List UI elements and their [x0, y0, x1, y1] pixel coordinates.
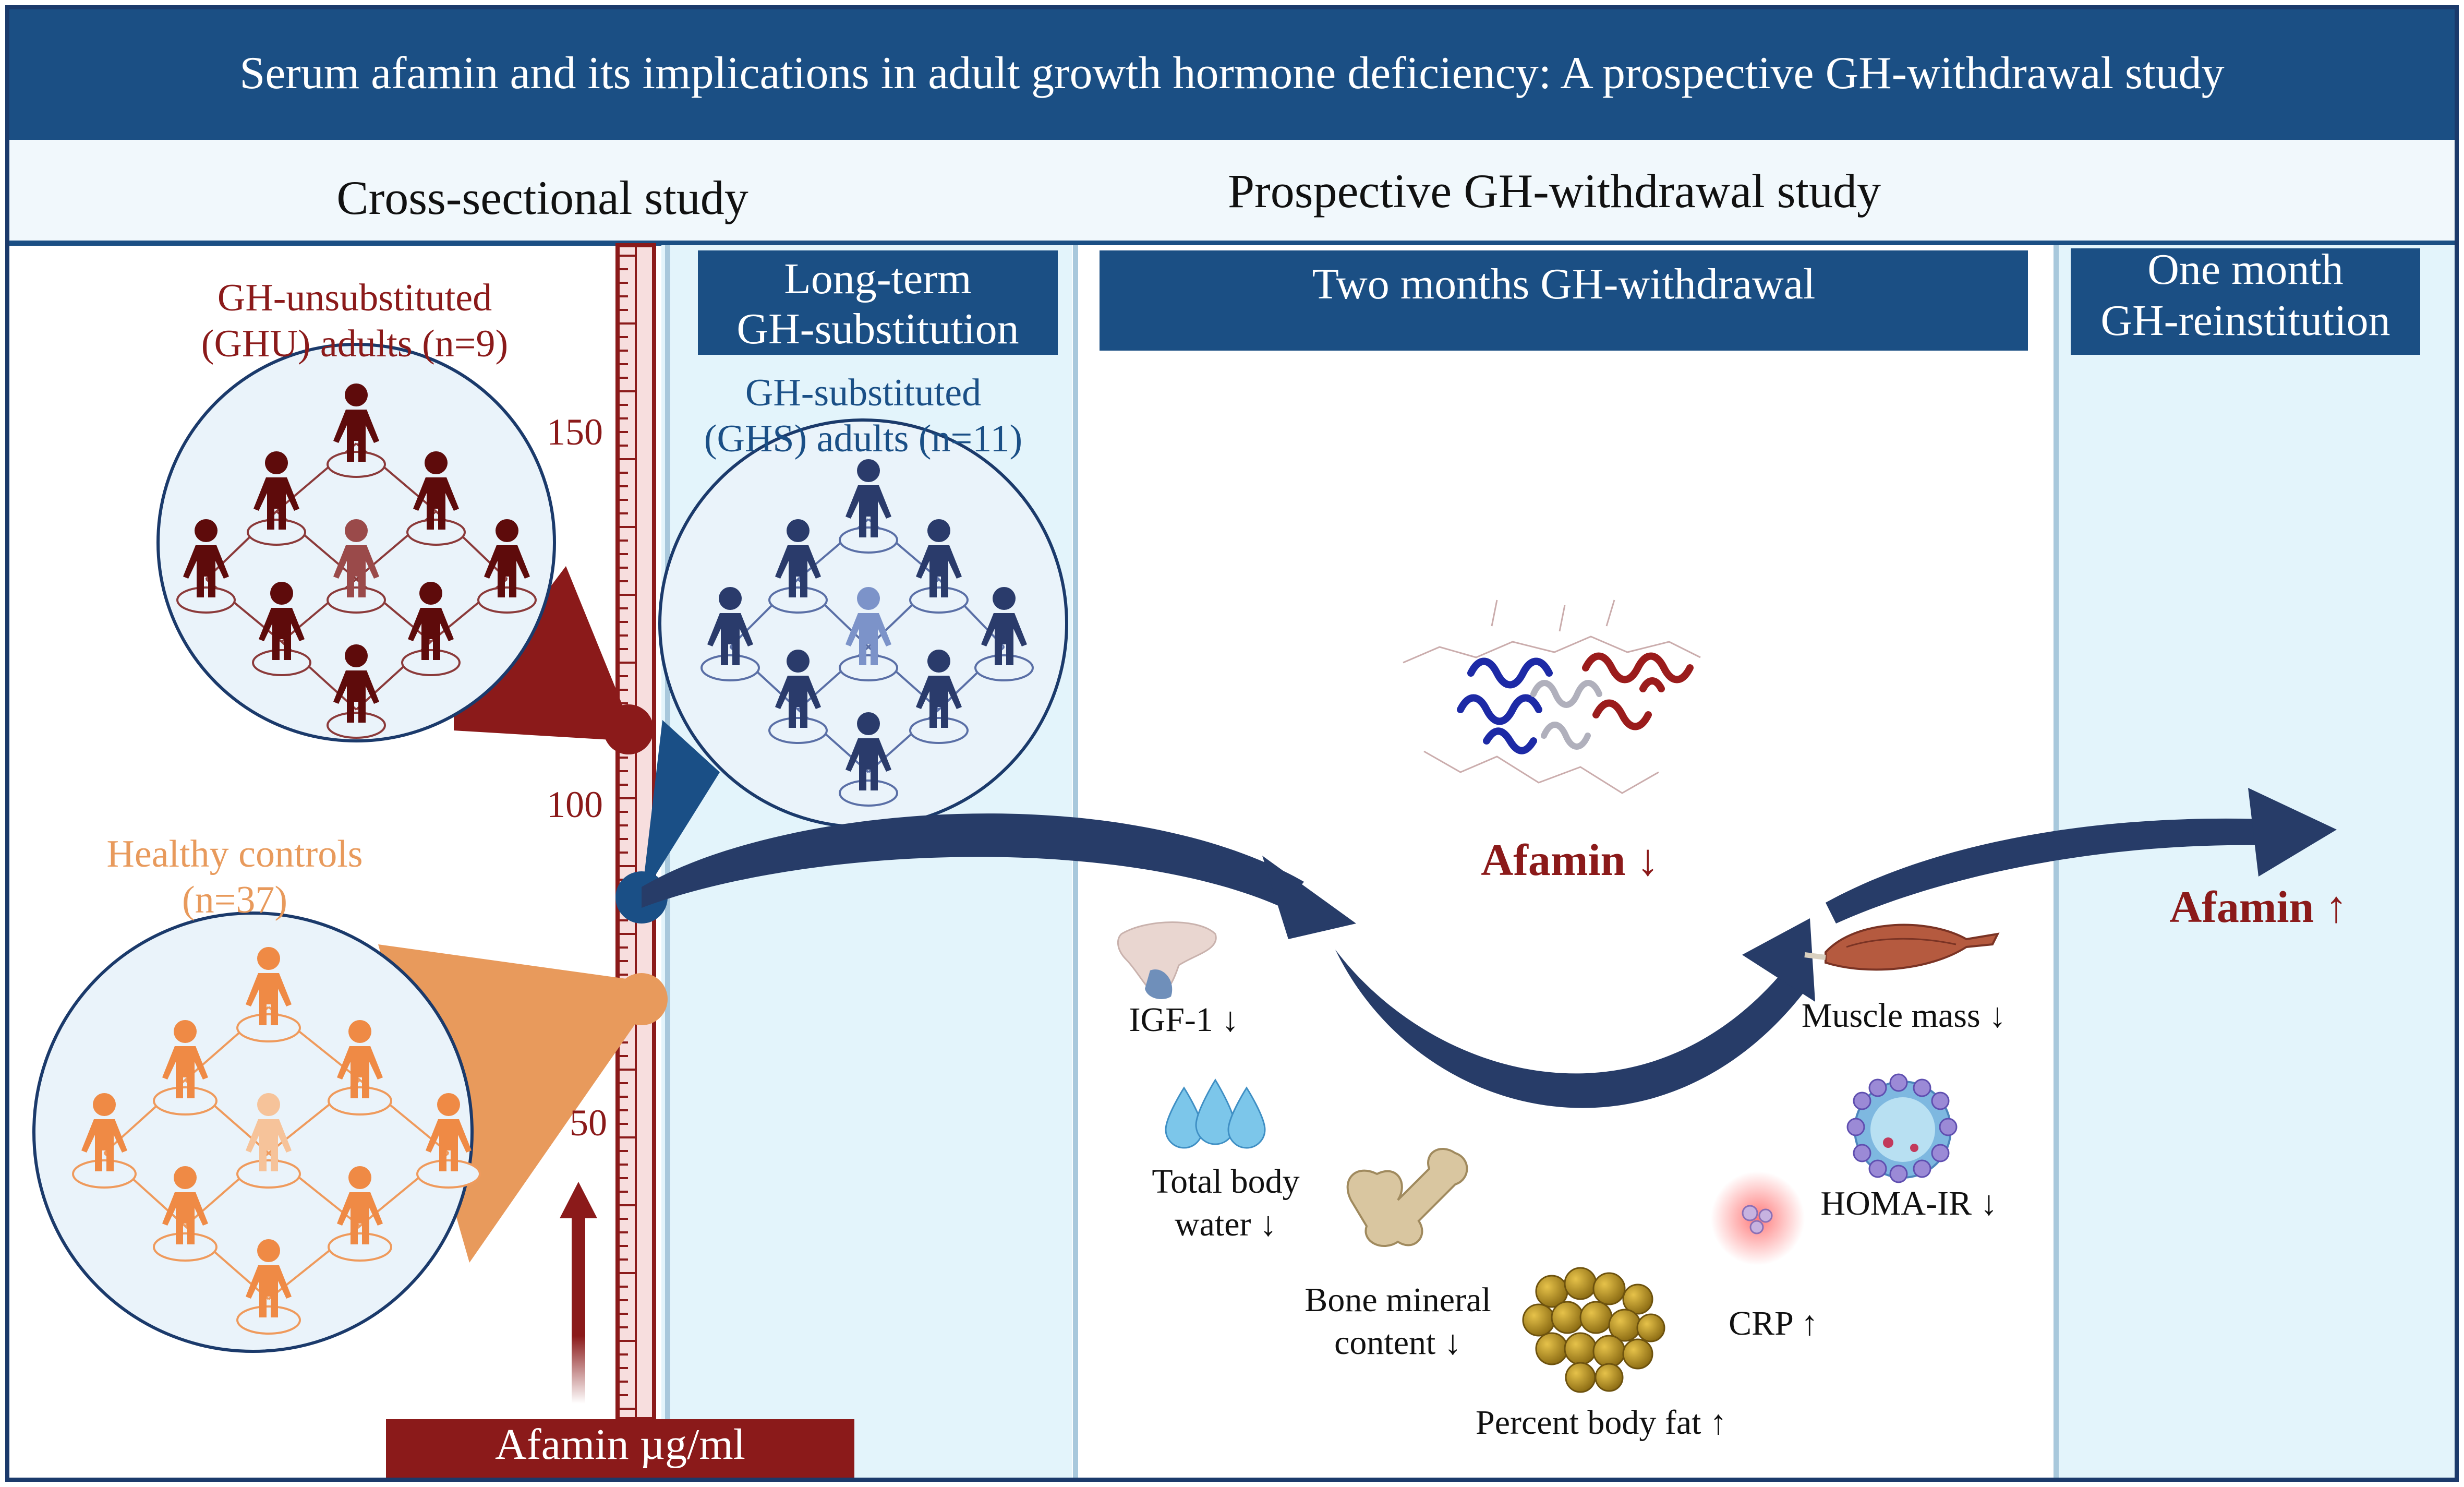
panel-reinstitution [2056, 245, 2455, 1478]
water-drops-icon [1165, 1078, 1266, 1149]
ghu-label-line2: (GHU) adults (n=9) [201, 322, 509, 365]
muscle-icon [1804, 924, 2000, 971]
phase-box-reinstitution [2071, 248, 2420, 355]
controls-group-graphic [32, 912, 668, 1353]
afamin-unit-label: Afamin µg/ml [494, 1420, 745, 1469]
ghs-label-line1: GH-substituted [745, 371, 982, 414]
body-water-label-line1: Total body [1152, 1162, 1300, 1201]
afamin-up-arrow [560, 1182, 597, 1404]
phase-box-withdrawal [1100, 250, 2028, 351]
scale-tick-150: 150 [547, 411, 603, 453]
afamin-protein-structure [1403, 599, 1701, 794]
ghu-label-line1: GH-unsubstituted [217, 277, 492, 319]
bone-label-line2: content ↓ [1334, 1324, 1462, 1362]
body-water-label-line2: water ↓ [1174, 1205, 1277, 1243]
phase-long-term-line1: Long-term [784, 255, 972, 303]
homa-ir-cell-icon [1846, 1073, 1958, 1183]
section-header-strip [9, 139, 2455, 243]
crp-icon [1711, 1171, 1805, 1265]
phase-box-long-term [698, 250, 1058, 355]
flow-arrow-withdrawal [642, 813, 1356, 939]
afamin-scale [615, 243, 656, 1421]
flow-arrow-reinstitution [1826, 788, 2337, 924]
afamin-unit-bar [386, 1419, 854, 1478]
flow-arrow-trough [1335, 918, 1815, 1108]
bone-icon [1346, 1147, 1468, 1248]
afamin-withdrawal-label: Afamin ↓ [1481, 835, 1659, 885]
ghs-label-line2: (GHS) adults (n=11) [704, 417, 1023, 460]
phase-reinstitution-line2: GH-reinstitution [2100, 296, 2390, 345]
scale-tick-100: 100 [547, 784, 603, 825]
crp-label: CRP ↑ [1729, 1304, 1818, 1342]
muscle-label: Muscle mass ↓ [1801, 997, 2007, 1035]
body-fat-label: Percent body fat ↑ [1475, 1404, 1727, 1442]
igf1-liver-icon [1117, 921, 1217, 999]
section-prospective: Prospective GH-withdrawal study [1228, 164, 1881, 218]
ghu-group-graphic [156, 343, 654, 754]
title-bar [9, 9, 2455, 139]
scale-tick-50: 50 [570, 1102, 607, 1144]
phase-reinstitution-line1: One month [2147, 245, 2344, 294]
controls-label-line2: (n=37) [182, 879, 288, 921]
section-cross-sectional: Cross-sectional study [336, 171, 748, 224]
igf1-label: IGF-1 ↓ [1129, 1001, 1239, 1039]
page-title: Serum afamin and its implications in adu… [239, 48, 2225, 99]
afamin-reinstitution-label: Afamin ↑ [2169, 882, 2348, 932]
phase-long-term-line2: GH-substitution [736, 305, 1019, 353]
homa-ir-label: HOMA-IR ↓ [1820, 1184, 1998, 1222]
controls-label-line1: Healthy controls [106, 833, 363, 876]
phase-withdrawal: Two months GH-withdrawal [1312, 260, 1816, 308]
bone-label-line1: Bone mineral [1305, 1281, 1491, 1319]
ghs-group-graphic [615, 418, 1068, 924]
fat-cells-icon [1522, 1267, 1665, 1393]
